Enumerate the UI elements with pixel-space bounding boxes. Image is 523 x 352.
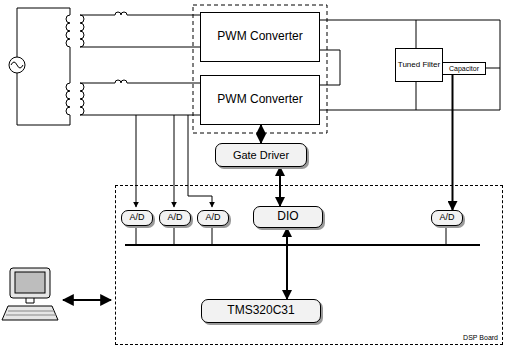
filter-box: Tuned Filter <box>395 48 443 82</box>
board-region: DSP Board A/D A/D A/D DIO A/D TMS320C31 <box>115 185 503 345</box>
transformer-coil <box>66 15 70 47</box>
monitor-stand <box>26 298 34 303</box>
connector <box>286 228 288 299</box>
keyboard <box>2 306 58 320</box>
box-label: PWM Converter <box>217 30 302 43</box>
wire <box>80 15 200 16</box>
connector <box>260 125 262 143</box>
box-label: A/D <box>439 213 454 223</box>
link-arrow <box>63 299 111 301</box>
bus-tap <box>136 225 446 245</box>
capacitor-wire <box>486 68 500 69</box>
io-chip: DIO <box>253 206 323 228</box>
box-label: DIO <box>277 210 298 223</box>
transformer-coil <box>80 15 84 47</box>
box-label: Capacitor <box>449 65 479 73</box>
box-label: A/D <box>129 213 144 223</box>
sense-line <box>188 115 212 207</box>
capacitor-box: Capacitor <box>442 62 486 75</box>
converter-group <box>193 5 327 133</box>
wire <box>80 115 200 116</box>
series-link <box>320 50 340 85</box>
sine-symbol <box>11 62 23 68</box>
processor-chip: TMS320C31 <box>201 299 321 323</box>
wire <box>80 83 200 84</box>
box-label: Gate Driver <box>233 149 289 161</box>
monitor <box>10 268 50 298</box>
box-label: DSP Board <box>463 334 498 342</box>
inductor-symbol <box>115 12 127 15</box>
converter-box: PWM Converter <box>200 75 320 125</box>
wire <box>70 47 71 83</box>
connector <box>279 167 281 206</box>
converter-chip: A/D <box>159 210 191 226</box>
transformer-coil <box>80 83 84 115</box>
wire <box>17 73 70 125</box>
transformer-coil <box>66 83 70 115</box>
keyboard-keys <box>6 311 56 315</box>
sense-line <box>174 115 175 207</box>
box-label: Tuned Filter <box>398 61 440 70</box>
box-label: A/D <box>205 213 220 223</box>
wire <box>17 8 70 57</box>
box-label: A/D <box>167 213 182 223</box>
connector <box>452 75 454 210</box>
wire <box>80 47 200 48</box>
sense-line <box>136 115 137 207</box>
inductor-symbol <box>115 80 127 83</box>
screen <box>15 272 45 293</box>
driver-box: Gate Driver <box>215 143 307 167</box>
box-label: PWM Converter <box>217 93 302 106</box>
dc-bus <box>320 20 500 110</box>
box-label: TMS320C31 <box>227 304 294 317</box>
ac-source <box>9 57 25 73</box>
converter-box: PWM Converter <box>200 12 320 62</box>
converter-chip: A/D <box>197 210 229 226</box>
converter-chip: A/D <box>431 210 463 226</box>
converter-chip: A/D <box>121 210 153 226</box>
data-bus <box>125 244 480 246</box>
